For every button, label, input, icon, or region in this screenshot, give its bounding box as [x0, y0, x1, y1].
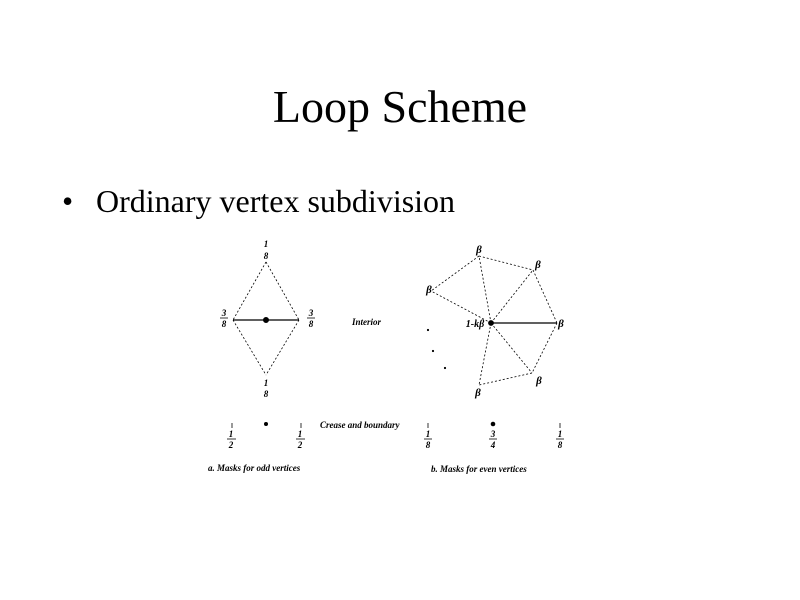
beta-weight: β	[534, 259, 541, 271]
edge	[232, 261, 267, 321]
spoke	[430, 290, 492, 324]
spoke	[478, 255, 492, 324]
odd-top-den: 8	[264, 251, 269, 261]
beta-weight: β	[475, 244, 482, 256]
caption-even: b. Masks for even vertices	[431, 464, 527, 474]
ring-edge	[531, 322, 558, 374]
even-crease-center-den: 4	[490, 440, 496, 450]
odd-left-num: 3	[221, 308, 227, 318]
bullet-item: • Ordinary vertex subdivision	[62, 182, 455, 220]
even-crease-right-num: 1	[558, 429, 563, 439]
ellipsis-dot	[426, 328, 430, 332]
edge	[265, 261, 300, 321]
beta-weight: β	[425, 284, 432, 296]
even-crease-left-num: 1	[426, 429, 431, 439]
odd-crease-right-den: 2	[297, 440, 303, 450]
even-interior-mask	[426, 255, 558, 386]
odd-crease-left-num: 1	[229, 429, 234, 439]
bullet-marker: •	[62, 183, 74, 219]
interior-label: Interior	[351, 317, 382, 327]
odd-crease-left-den: 2	[228, 440, 234, 450]
edge	[265, 319, 300, 376]
bullet-text: Ordinary vertex subdivision	[96, 183, 456, 219]
odd-crease-right-num: 1	[298, 429, 303, 439]
odd-right-num: 3	[308, 308, 314, 318]
beta-weight: β	[474, 387, 481, 399]
ring-edge	[478, 255, 534, 271]
caption-odd: a. Masks for odd vertices	[208, 463, 301, 473]
odd-bottom-den: 8	[264, 389, 269, 399]
even-crease-right-den: 8	[558, 440, 563, 450]
center-vertex-dot	[488, 320, 494, 326]
even-crease-center-num: 3	[490, 429, 496, 439]
slide-title: Loop Scheme	[272, 81, 528, 132]
odd-bottom-num: 1	[264, 378, 269, 388]
new-vertex-dot	[264, 422, 268, 426]
edge	[232, 319, 267, 376]
ellipsis-dot	[443, 366, 447, 370]
beta-weight: β	[535, 375, 542, 387]
even-crease-mask: 1 8 3 4 1 8	[424, 421, 564, 450]
spoke	[490, 322, 533, 374]
center-vertex-dot	[490, 421, 496, 427]
beta-weight: β	[557, 318, 564, 330]
spoke	[478, 322, 492, 386]
ring-edge	[430, 255, 480, 292]
ring-edge	[478, 372, 533, 386]
ring-edge	[532, 269, 558, 324]
odd-top-num: 1	[264, 239, 269, 249]
center-weight: 1-kβ	[466, 319, 485, 330]
odd-interior-mask	[232, 261, 300, 376]
odd-left-den: 8	[222, 319, 227, 329]
odd-right-den: 8	[309, 319, 314, 329]
spoke	[490, 269, 534, 324]
odd-crease-mask: 1 2 1 2	[227, 422, 305, 450]
ellipsis-dot	[431, 349, 435, 353]
even-crease-left-den: 8	[426, 440, 431, 450]
crease-label: Crease and boundary	[320, 420, 401, 430]
new-vertex-dot	[263, 317, 269, 323]
